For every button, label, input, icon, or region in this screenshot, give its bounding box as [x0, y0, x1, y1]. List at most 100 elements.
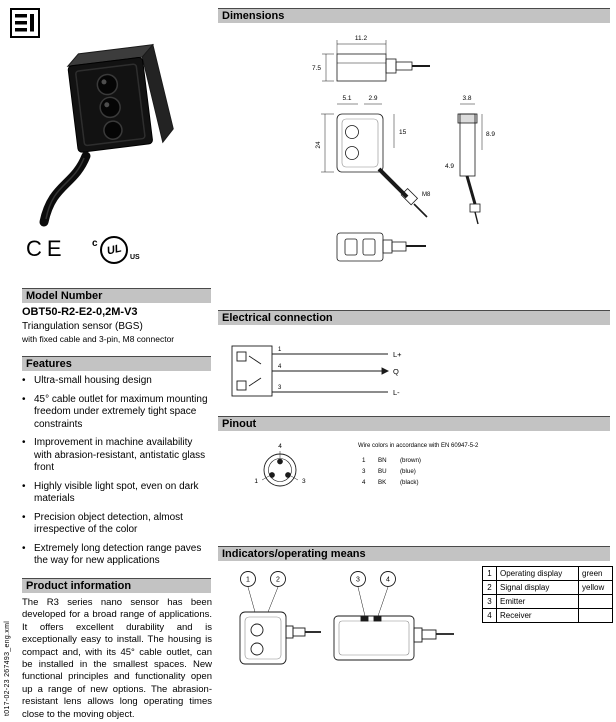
table-cell-num: 4 — [482, 608, 497, 623]
ul-c-label: c — [92, 238, 98, 249]
table-cell-value — [578, 594, 613, 609]
pinout-row-code: BN — [378, 457, 387, 464]
table-cell-label: Emitter — [496, 594, 579, 609]
sensor-symbol — [231, 345, 390, 397]
callout-number: 4 — [386, 577, 390, 584]
connector-pin-label: 1 — [254, 478, 258, 485]
dim-label: 15 — [399, 129, 407, 136]
document-side-code: t017-02-23 267493_eng.xml — [4, 620, 11, 716]
ul-core-label: UL — [105, 242, 123, 258]
indicators-drawing: 1 2 3 4 — [239, 571, 454, 665]
table-cell-label: Operating display — [496, 566, 579, 581]
dimensions-drawing: 11.2 7.5 5.1 2.9 24 15 M8 — [312, 35, 495, 262]
model-number-header: Model Number — [22, 288, 211, 303]
dim-label: 7.5 — [312, 65, 321, 72]
table-cell-value: yellow — [578, 580, 613, 595]
wire-colors-note: Wire colors in accordance with EN 60947-… — [358, 443, 479, 449]
pinout-row-name: (brown) — [400, 457, 421, 464]
model-number: OBT50-R2-E2-0,2M-V3 — [22, 306, 138, 318]
callout-number: 3 — [356, 577, 360, 584]
table-cell-value: green — [578, 566, 613, 581]
sensor-top-view — [333, 615, 454, 661]
dim-label: 3.8 — [462, 95, 471, 102]
model-detail: with fixed cable and 3-pin, M8 connector — [22, 334, 175, 344]
dim-label: 2.9 — [368, 95, 377, 102]
dimension-view-front — [321, 103, 428, 218]
ul-circle: UL — [100, 236, 128, 264]
pinout-row-pin: 3 — [362, 468, 366, 475]
pinout-header: Pinout — [218, 416, 610, 431]
pin-number: 3 — [278, 385, 282, 391]
table-row: 3 Emitter — [482, 594, 613, 609]
pinout-row-code: BK — [378, 479, 387, 486]
dimension-view-side — [457, 103, 483, 225]
pinout-row-pin: 4 — [362, 479, 366, 486]
ul-listed-mark: c UL US — [92, 236, 148, 270]
electrical-connection-header: Electrical connection — [218, 310, 610, 325]
callout-number: 1 — [246, 577, 250, 584]
bullet-icon — [22, 437, 34, 475]
dimensions-header: Dimensions — [218, 8, 610, 23]
product-photo — [39, 43, 174, 227]
bullet-icon — [22, 543, 34, 568]
features-header: Features — [22, 356, 211, 371]
table-cell-num: 1 — [482, 566, 497, 581]
terminal-label: L- — [393, 388, 400, 397]
bullet-icon — [22, 512, 34, 537]
bullet-icon — [22, 481, 34, 506]
feature-item: Improvement in machine availability with… — [22, 437, 212, 475]
pin-number: 1 — [278, 347, 282, 353]
model-type: Triangulation sensor (BGS) — [22, 321, 143, 332]
dim-label: 24 — [315, 141, 322, 149]
ce-mark: CE — [26, 236, 67, 261]
table-row: 2 Signal display yellow — [482, 580, 613, 595]
callout-number: 2 — [276, 577, 280, 584]
indicators-header: Indicators/operating means — [218, 546, 610, 561]
sensor-front-view — [239, 611, 321, 665]
feature-item: Extremely long detection range paves the… — [22, 543, 212, 568]
indicators-table: 1 Operating display green 2 Signal displ… — [482, 566, 613, 623]
bullet-icon — [22, 394, 34, 432]
bullet-icon — [22, 375, 34, 388]
feature-text: Improvement in machine availability with… — [34, 437, 206, 473]
dim-label: 8.9 — [486, 131, 495, 138]
feature-text: Extremely long detection range paves the… — [34, 542, 202, 567]
pinout-row-name: (blue) — [400, 468, 416, 475]
feature-item: Highly visible light spot, even on dark … — [22, 481, 212, 506]
terminal-label: Q — [393, 367, 399, 376]
product-information-text: The R3 series nano sensor has been devel… — [22, 597, 212, 720]
pinout-row-code: BU — [378, 468, 387, 475]
pinout-diagram: 4 1 3 Wire colors in accordance with EN … — [254, 443, 479, 487]
pinout-row-name: (black) — [400, 479, 419, 486]
sensor-body — [66, 43, 174, 153]
feature-text: 45° cable outlet for maximum mounting fr… — [34, 393, 208, 430]
table-row: 1 Operating display green — [482, 566, 613, 581]
table-cell-value — [578, 608, 613, 623]
table-row: 4 Receiver — [482, 608, 613, 623]
connector-face — [261, 451, 299, 487]
dimension-view-top — [322, 40, 430, 82]
pinout-row-pin: 1 — [362, 457, 366, 464]
table-cell-num: 2 — [482, 580, 497, 595]
dimension-view-connector — [336, 232, 426, 262]
electrical-connection-diagram: 1 4 3 L+ Q L- — [231, 345, 402, 397]
table-cell-label: Receiver — [496, 608, 579, 623]
dim-label: 11.2 — [355, 35, 368, 42]
feature-text: Highly visible light spot, even on dark … — [34, 480, 199, 505]
dim-label: M8 — [422, 192, 431, 198]
pin-number: 4 — [278, 364, 282, 370]
terminal-label: L+ — [393, 350, 402, 359]
certification-marks: CE c UL US — [26, 236, 186, 272]
table-cell-num: 3 — [482, 594, 497, 609]
feature-text: Ultra-small housing design — [34, 375, 152, 386]
feature-item: 45° cable outlet for maximum mounting fr… — [22, 394, 212, 432]
company-logo — [10, 8, 40, 38]
product-information-header: Product information — [22, 578, 211, 593]
callout-markers — [240, 571, 396, 617]
cable-highlight — [45, 157, 85, 220]
features-list: Ultra-small housing design 45° cable out… — [22, 375, 212, 574]
connector-pin-label: 4 — [278, 443, 282, 450]
feature-item: Precision object detection, almost irres… — [22, 512, 212, 537]
table-cell-label: Signal display — [496, 580, 579, 595]
